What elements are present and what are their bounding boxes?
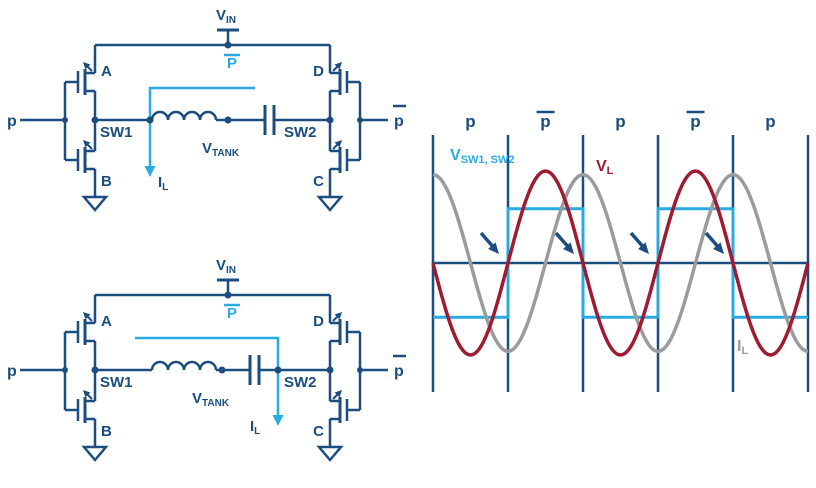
inductor bbox=[150, 110, 218, 121]
phase-label: p bbox=[615, 112, 625, 131]
junction-dot bbox=[274, 366, 282, 374]
fet-label-b: B bbox=[101, 423, 112, 440]
fet-label-b: B bbox=[101, 173, 112, 190]
fet-label-a: A bbox=[101, 63, 112, 80]
il-arrow-icon bbox=[272, 415, 284, 426]
vin-label: VIN bbox=[216, 7, 236, 26]
vtank-label: VTANK bbox=[202, 140, 240, 159]
ground-icon bbox=[316, 445, 344, 462]
phase-label: p bbox=[465, 112, 475, 131]
gate-label-left: p bbox=[7, 113, 17, 130]
fet-label-d: D bbox=[313, 313, 324, 330]
junction-dot bbox=[146, 116, 154, 124]
series-label: IL bbox=[737, 338, 748, 357]
sw1-label: SW1 bbox=[100, 374, 133, 391]
junction-dot bbox=[62, 367, 68, 373]
phase-wire bbox=[135, 336, 280, 417]
phase-signal-label: P bbox=[227, 55, 237, 72]
fet-label-d: D bbox=[313, 63, 324, 80]
fet-arrowhead-icon bbox=[83, 62, 91, 70]
phase-wire bbox=[148, 86, 255, 168]
vtank-label: VTANK bbox=[192, 390, 230, 409]
junction-dot bbox=[357, 117, 363, 123]
inductor bbox=[150, 360, 218, 371]
vin-label: VIN bbox=[216, 257, 236, 276]
series-label: VSW1, SW2 bbox=[450, 147, 514, 166]
series-sine-1 bbox=[432, 172, 809, 354]
vin-node bbox=[224, 41, 232, 49]
sw2-label: SW2 bbox=[284, 124, 317, 141]
crossing-arrowhead-icon bbox=[713, 242, 724, 254]
sw1-node bbox=[91, 116, 99, 124]
gate-label-left: p bbox=[7, 363, 17, 380]
sw1-label: SW1 bbox=[100, 124, 133, 141]
il-arrow-icon bbox=[144, 166, 156, 177]
junction-dot bbox=[357, 367, 363, 373]
crossing-arrowhead-icon bbox=[563, 242, 574, 254]
ground-icon bbox=[81, 445, 109, 462]
phase-signal-label: P bbox=[227, 305, 237, 322]
fet-label-a: A bbox=[101, 313, 112, 330]
series-sine-2 bbox=[431, 169, 810, 357]
sw1-node bbox=[91, 366, 99, 374]
gate-label-right: p bbox=[394, 113, 404, 130]
vin-node bbox=[224, 291, 232, 299]
crossing-arrowhead-icon bbox=[638, 242, 649, 254]
series-label: VL bbox=[596, 158, 614, 177]
vtank-node bbox=[218, 366, 226, 374]
sw2-label: SW2 bbox=[284, 374, 317, 391]
fet-arrowhead-icon bbox=[83, 140, 91, 148]
il-label: IL bbox=[250, 418, 260, 437]
vtank-node bbox=[224, 116, 232, 124]
fet-label-c: C bbox=[313, 173, 324, 190]
ground-icon bbox=[316, 195, 344, 212]
ground-icon bbox=[81, 195, 109, 212]
phase-label: p bbox=[765, 112, 775, 131]
fet-label-c: C bbox=[313, 423, 324, 440]
phase-label: p bbox=[690, 112, 700, 131]
crossing-arrowhead-icon bbox=[488, 242, 499, 254]
il-label: IL bbox=[158, 174, 168, 193]
phase-label: p bbox=[540, 112, 550, 131]
gate-label-right: p bbox=[394, 363, 404, 380]
junction-dot bbox=[62, 117, 68, 123]
